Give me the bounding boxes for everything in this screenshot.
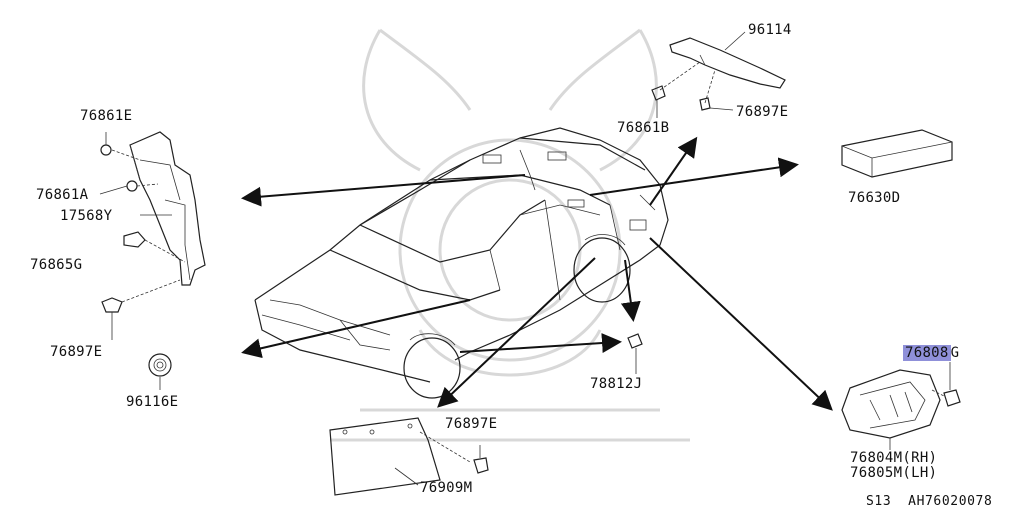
label-96114: 96114 — [748, 22, 792, 38]
pointer-arrows — [241, 136, 833, 411]
label-76865G: 76865G — [30, 257, 83, 273]
label-76630D: 76630D — [848, 190, 901, 206]
label-76897E-bottom: 76897E — [445, 416, 498, 432]
diagram-reference: S13 AH76020078 — [866, 494, 992, 509]
label-76805M: 76805M(LH) — [850, 465, 938, 481]
weatherstrip-76630D — [841, 129, 953, 178]
rear-part-76804M — [841, 362, 961, 450]
label-76861E-left: 76861E — [80, 108, 133, 124]
clip-78812J — [627, 333, 643, 374]
bracket-96114 — [651, 31, 786, 118]
highlighted-part-number[interactable]: 76808 — [903, 345, 951, 361]
label-76808G-suffix: G — [950, 345, 960, 361]
label-76897E-left: 76897E — [50, 344, 103, 360]
front-mud-guard-assembly — [99, 131, 206, 390]
label-78812J: 78812J — [590, 376, 643, 392]
label-76897E-top: 76897E — [736, 104, 789, 120]
mud-flap-76909M — [329, 417, 489, 496]
label-76861B: 76861B — [617, 120, 670, 136]
figure-code: AH76020078 — [908, 494, 993, 509]
label-17568Y: 17568Y — [60, 208, 113, 224]
label-76861A: 76861A — [36, 187, 89, 203]
label-96116E: 96116E — [126, 394, 179, 410]
label-76909M: 76909M — [420, 480, 473, 496]
label-76804M: 76804M(RH) — [850, 450, 938, 466]
model-code: S13 — [866, 494, 892, 509]
